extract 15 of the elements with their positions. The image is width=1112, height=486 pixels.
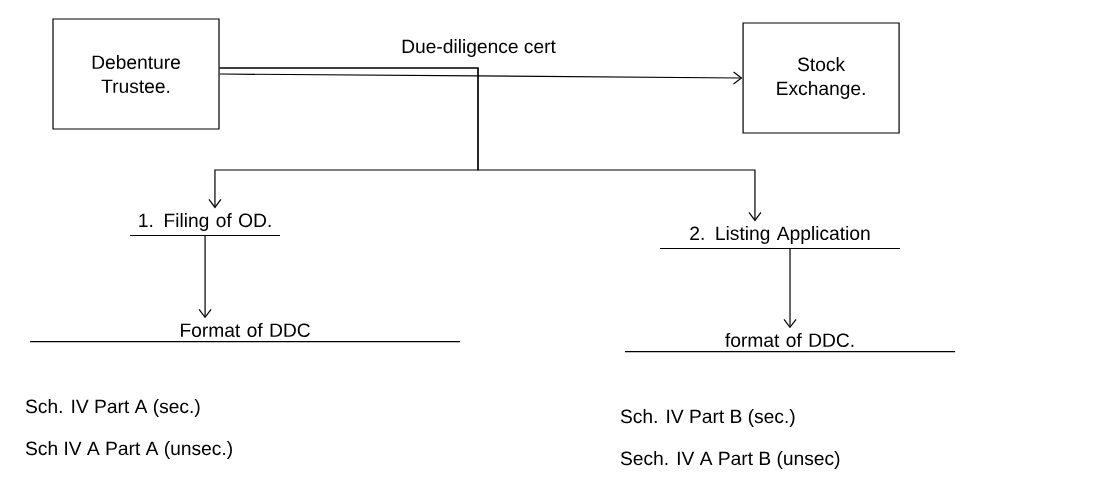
arrow: [219, 67, 762, 222]
entity-box: Debenture Trustee.: [52, 18, 220, 130]
underlined-heading: 1. Filing of OD.: [129, 213, 281, 237]
note-text: Sch IV A Part A (unsec.): [25, 441, 232, 459]
underlined-heading: Format of DDC: [29, 322, 461, 343]
arrow: [783, 247, 797, 329]
arrow: [219, 71, 743, 85]
underlined-heading: format of DDC.: [624, 332, 956, 353]
entity-box: Stock Exchange.: [742, 22, 900, 134]
note-text: Sch. IV Part B (sec.): [620, 409, 795, 427]
note-text: Sch. IV Part A (sec.): [25, 399, 200, 417]
arrow: [198, 234, 212, 319]
edge-label: Due-diligence cert: [399, 37, 558, 59]
note-text: Sech. IV A Part B (unsec): [620, 451, 840, 469]
underlined-heading: 2. Listing Application: [659, 226, 901, 249]
